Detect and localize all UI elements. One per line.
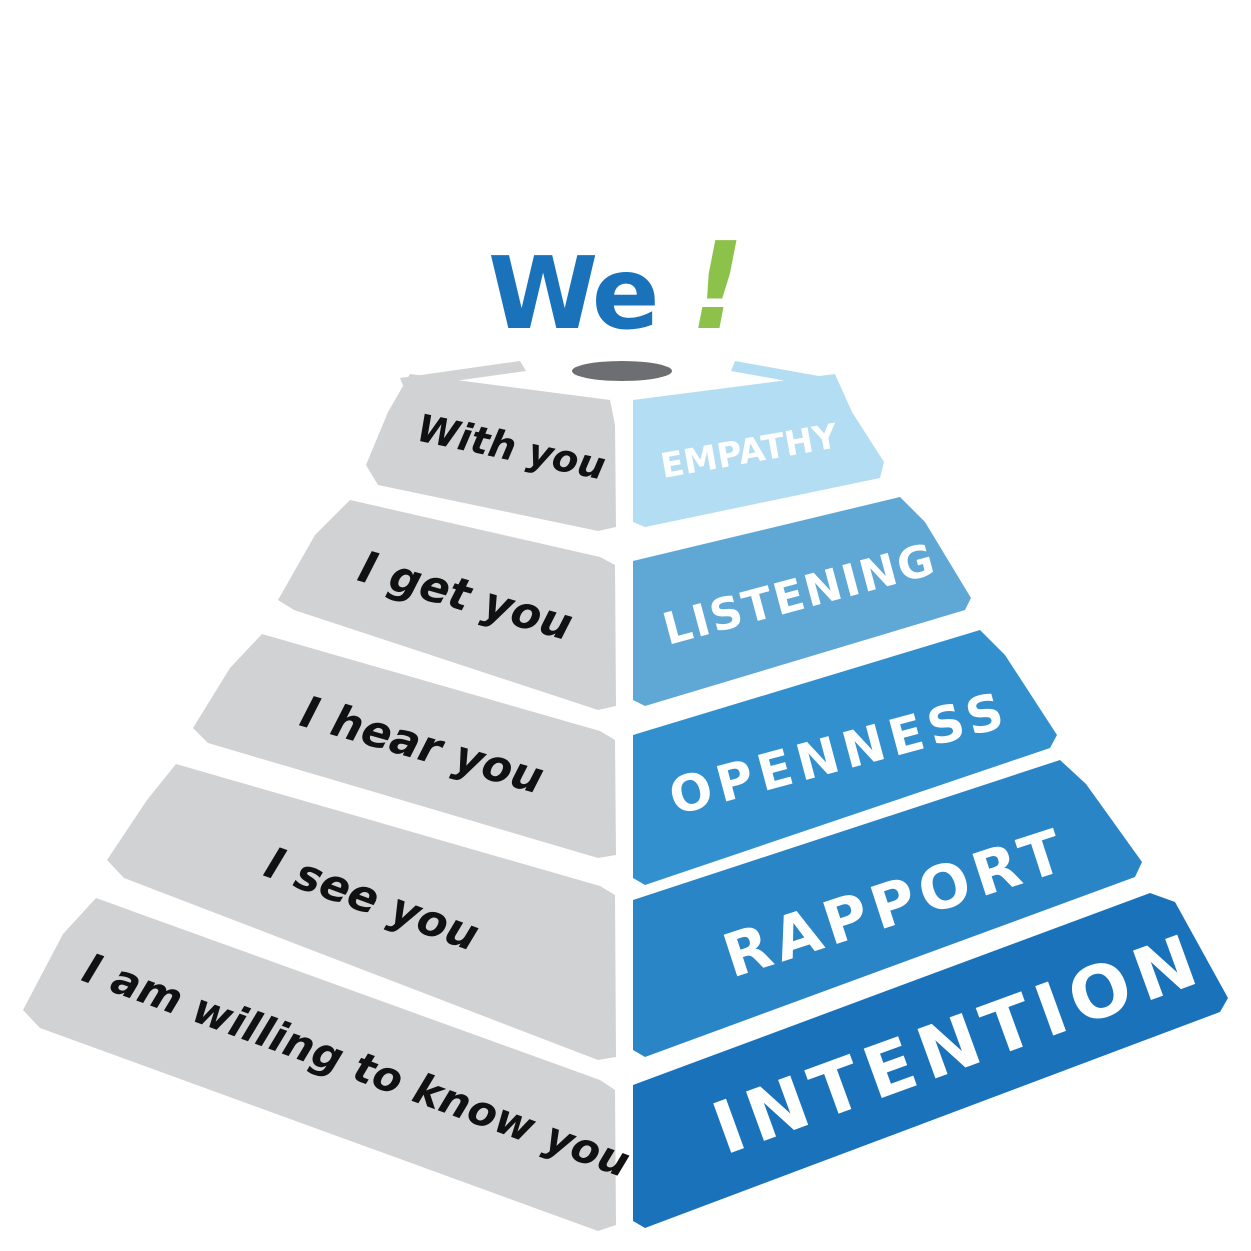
we-logo: We ! [488,218,745,357]
logo-word: We [488,235,657,352]
left-tier-rapport [107,764,616,1060]
right-tier-intention [633,893,1228,1228]
logo-mark: ! [690,218,745,357]
right-tier-listening [633,497,971,706]
left-tier-empathy [366,374,616,531]
left-tier-openness [193,634,616,858]
right-tier-rapport [633,760,1142,1057]
left-tier-intention [23,898,616,1231]
peak-cap [572,361,672,381]
right-tier-empathy [633,374,884,527]
right-tier-openness [633,630,1057,885]
left-tier-listening [278,500,616,710]
